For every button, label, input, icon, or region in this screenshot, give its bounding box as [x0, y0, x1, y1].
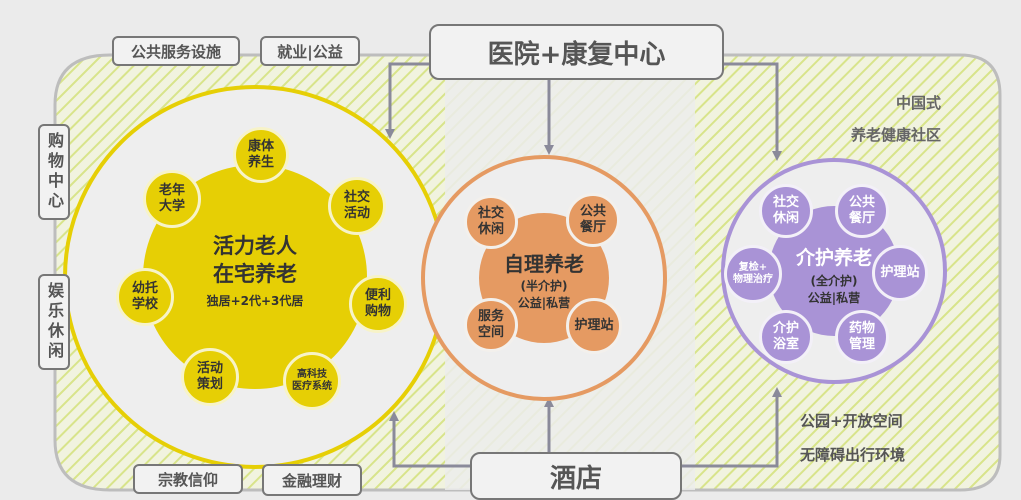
yellow-node-medtech: 高科技医疗系统 — [283, 352, 341, 410]
node-label: 养生 — [247, 155, 274, 170]
node-label: 活动 — [196, 360, 223, 376]
purple-sub1: (全介护) — [810, 274, 858, 288]
node-label: 高科技 — [297, 368, 327, 380]
shopping-box: 购物中心 — [38, 124, 70, 220]
orange-node-service: 服务空间 — [464, 298, 518, 352]
yellow-node-wellness: 康体养生 — [233, 127, 289, 183]
purple-node-medication: 药物管理 — [835, 310, 889, 364]
node-label: 浴室 — [772, 337, 799, 352]
connector-arrows — [385, 62, 782, 468]
hospital-box: 医院+康复中心 — [429, 24, 724, 80]
node-label: 社交 — [477, 205, 504, 221]
node-label: 介护 — [772, 320, 799, 336]
node-label: 老年 — [158, 182, 185, 198]
purple-node-bath: 介护浴室 — [759, 310, 813, 364]
node-label: 物理治疗 — [733, 274, 773, 285]
node-label: 复检+ — [738, 261, 768, 273]
yellow-title: 活力老人 在宅养老 — [175, 232, 335, 288]
node-label: 药物 — [848, 320, 875, 336]
node-label: 医疗系统 — [292, 381, 332, 392]
yellow-node-activity: 活动策划 — [181, 348, 239, 406]
finance-box: 金融理财 — [262, 464, 362, 496]
node-label: 餐厅 — [848, 211, 875, 226]
religion-box: 宗教信仰 — [133, 464, 243, 494]
node-label: 公共 — [579, 203, 606, 219]
node-label: 学校 — [131, 297, 158, 312]
hotel-box: 酒店 — [470, 452, 682, 500]
yellow-subtitle: 独居+2代+3代居 — [206, 294, 304, 308]
purple-node-nursing: 护理站 — [872, 245, 928, 301]
node-label: 大学 — [158, 199, 185, 214]
community-title-line1: 中国式 — [895, 94, 941, 112]
node-label: 护理站 — [574, 317, 614, 333]
employment-box: 就业|公益 — [260, 36, 360, 66]
orange-sub1: (半介护) — [520, 279, 568, 293]
yellow-node-shopping: 便利购物 — [349, 275, 407, 333]
yellow-node-school: 幼托学校 — [116, 268, 174, 326]
orange-title: 自理养老 — [504, 252, 584, 276]
purple-node-therapy: 复检+物理治疗 — [724, 245, 782, 303]
node-label: 策划 — [196, 377, 223, 392]
purple-sub2: 公益|私营 — [807, 291, 861, 305]
yellow-title-line2: 在宅养老 — [213, 262, 297, 286]
orange-node-canteen: 公共餐厅 — [566, 193, 620, 247]
node-label: 便利 — [364, 287, 391, 303]
node-label: 餐厅 — [579, 220, 606, 235]
node-label: 空间 — [477, 325, 504, 340]
barrier-free-label: 无障碍出行环境 — [800, 446, 906, 464]
yellow-node-social: 社交活动 — [328, 177, 386, 235]
node-label: 购物 — [364, 304, 391, 319]
node-label: 休闲 — [477, 222, 504, 237]
node-label: 社交 — [772, 194, 799, 210]
node-label: 社交 — [343, 189, 370, 205]
node-label: 休闲 — [772, 211, 799, 226]
community-title-line2: 养老健康社区 — [850, 126, 941, 144]
yellow-title-line1: 活力老人 — [213, 234, 297, 258]
public-services-box: 公共服务设施 — [112, 36, 240, 66]
yellow-node-university: 老年大学 — [143, 170, 201, 228]
node-label: 幼托 — [131, 280, 158, 296]
node-label: 管理 — [848, 337, 875, 352]
node-label: 康体 — [247, 138, 274, 154]
park-label: 公园+开放空间 — [800, 412, 903, 430]
orange-node-social: 社交休闲 — [464, 195, 518, 249]
node-label: 活动 — [343, 206, 370, 221]
leisure-box: 娱乐休闲 — [38, 274, 70, 370]
node-label: 服务 — [477, 308, 504, 324]
purple-title: 介护养老 — [795, 247, 872, 269]
orange-sub2: 公益|私营 — [517, 296, 571, 310]
orange-node-nursing: 护理站 — [566, 298, 622, 354]
node-label: 公共 — [848, 194, 875, 210]
purple-core — [769, 206, 899, 336]
node-label: 护理站 — [880, 264, 920, 280]
yellow-core — [143, 165, 367, 389]
purple-node-social: 社交休闲 — [759, 184, 813, 238]
purple-node-canteen: 公共餐厅 — [835, 184, 889, 238]
